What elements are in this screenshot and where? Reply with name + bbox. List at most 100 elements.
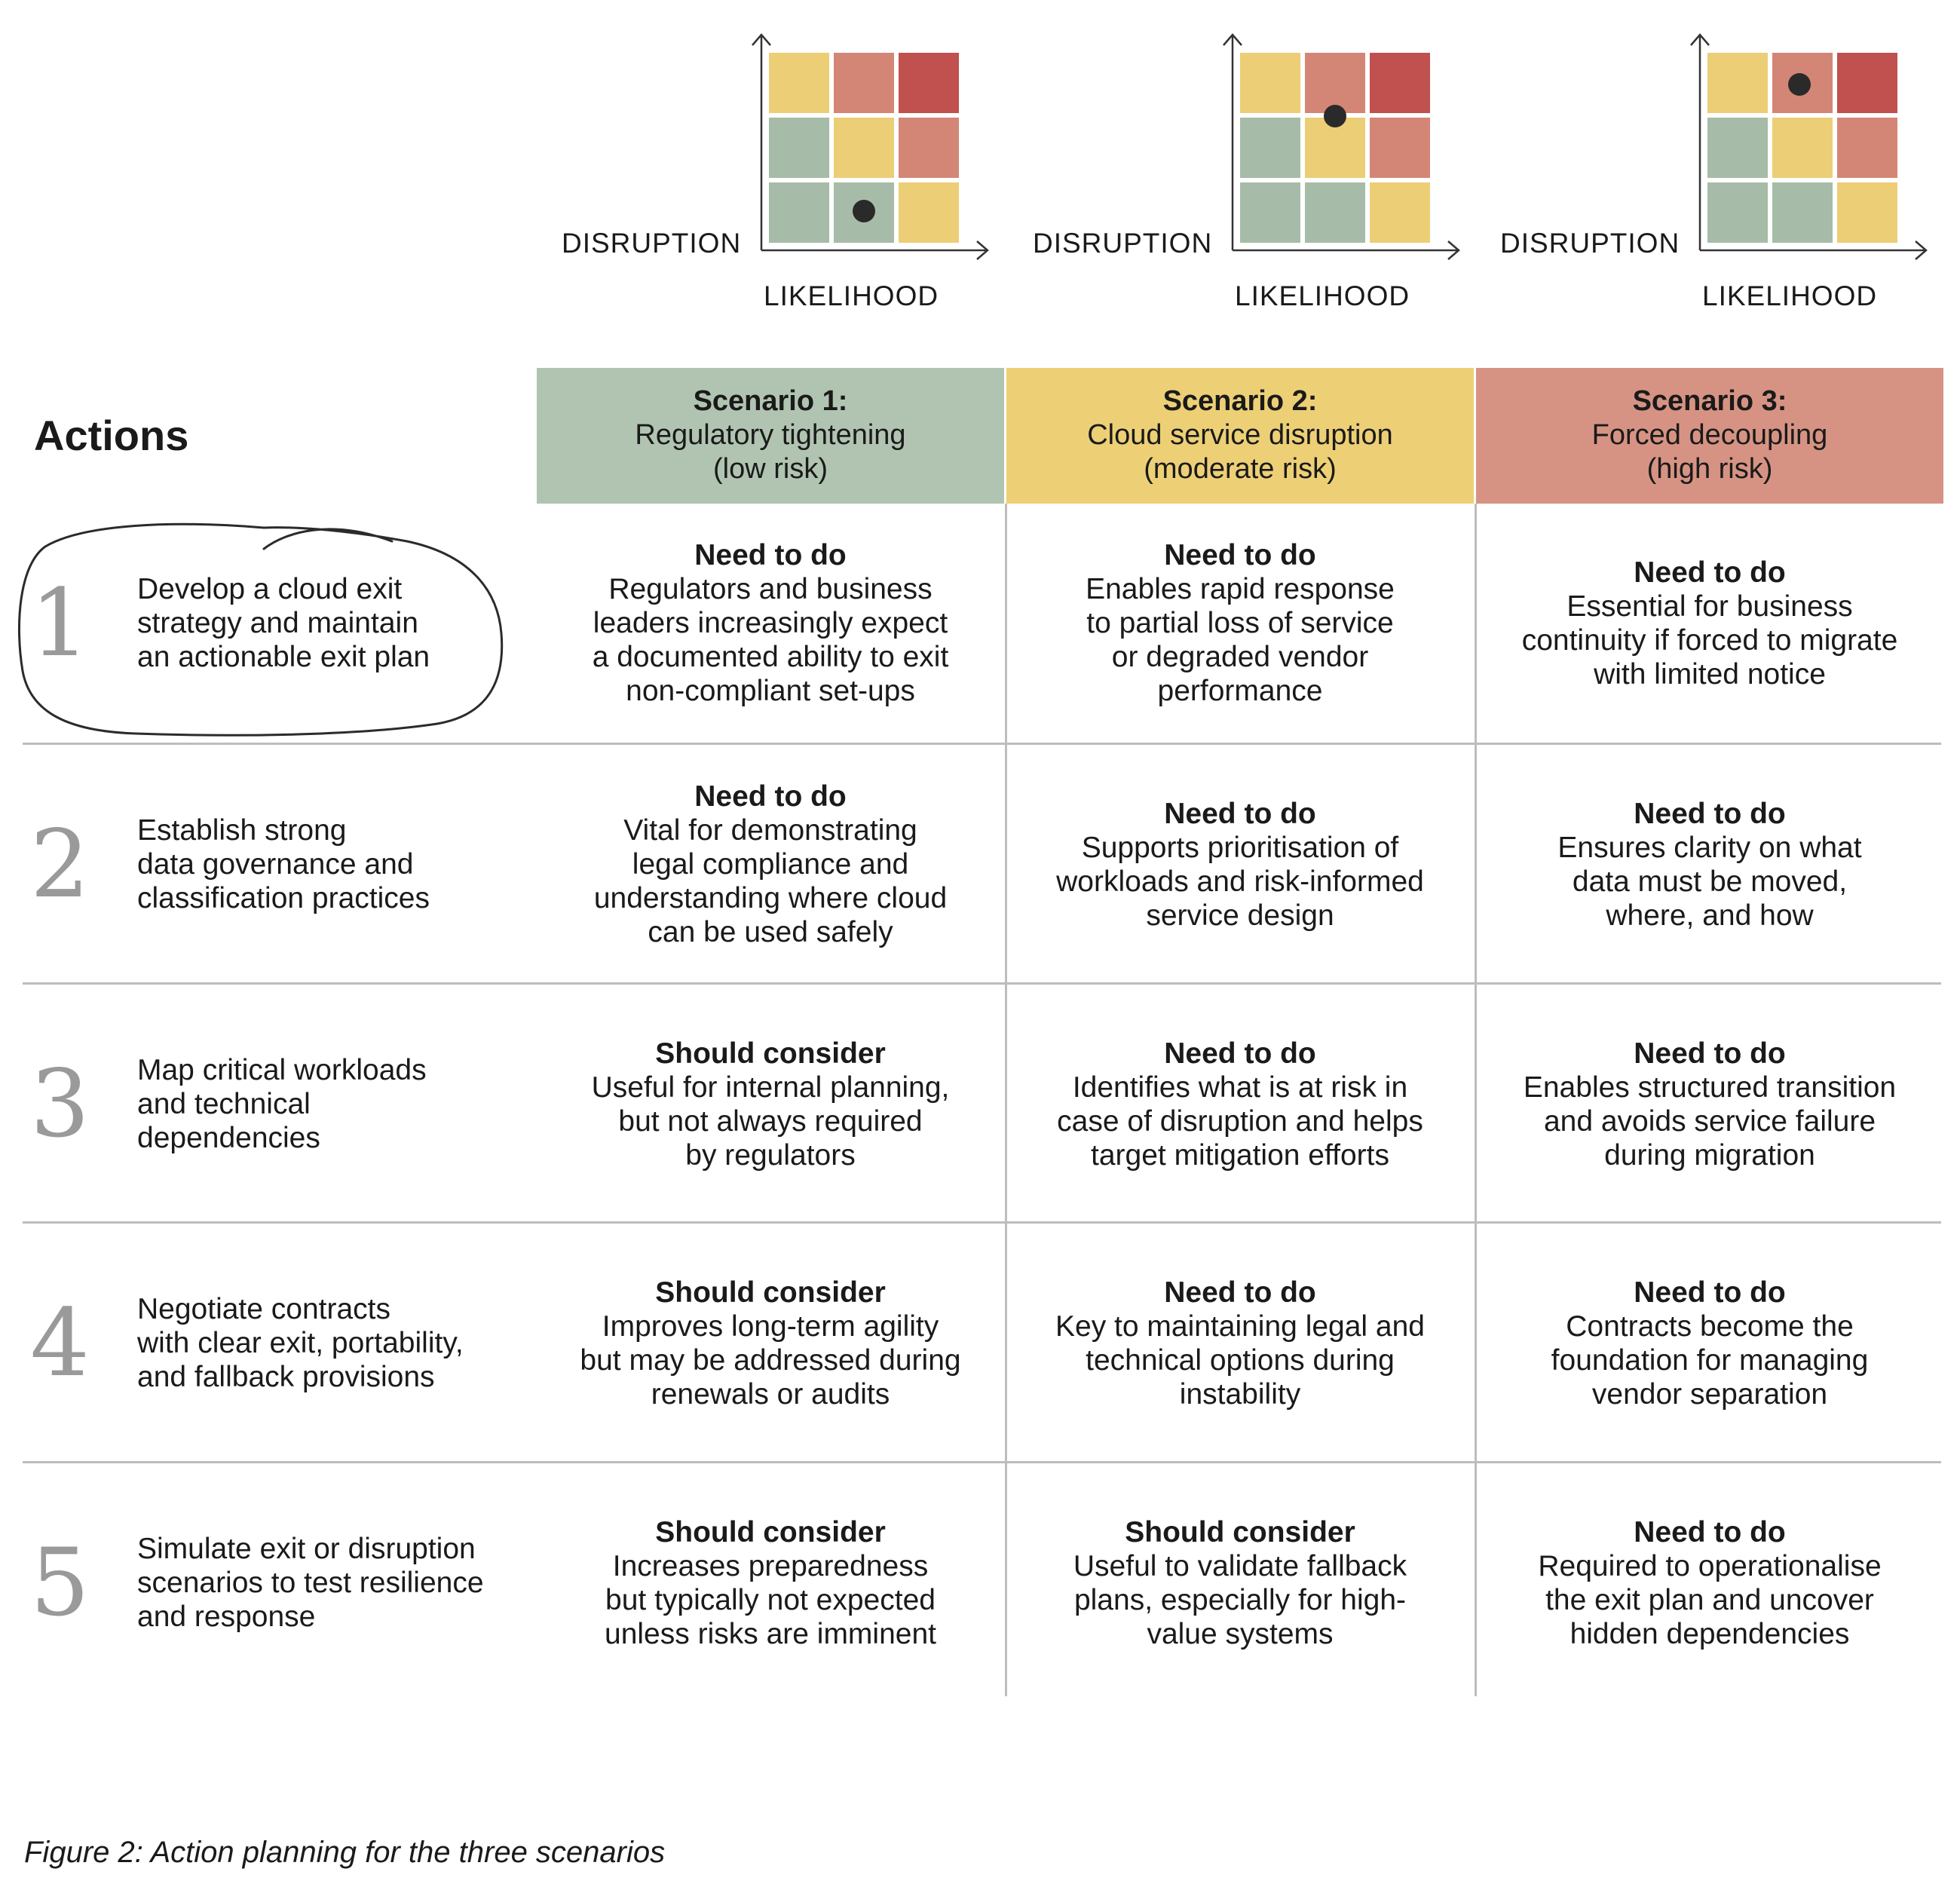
recommendation-level: Need to do <box>1634 556 1786 589</box>
y-axis-label: DISRUPTION <box>1033 228 1213 259</box>
matrix-cell-salmon <box>834 53 894 113</box>
matrix-cell-salmon <box>1837 118 1897 178</box>
action-line: Simulate exit or disruption <box>137 1533 476 1565</box>
recommendation-text: Useful to validate fallback <box>1073 1549 1407 1582</box>
recommendation-level: Should consider <box>655 1515 886 1549</box>
recommendation-text: service design <box>1146 899 1334 932</box>
action-line: an actionable exit plan <box>137 641 430 673</box>
scenario-2-header: Scenario 2: Cloud service disruption (mo… <box>1006 368 1474 504</box>
matrix-cell-yellow <box>1772 118 1833 178</box>
matrix-cell-green <box>1240 118 1300 178</box>
recommendation-text: Regulators and business <box>608 573 933 605</box>
risk-position-dot <box>1787 73 1811 96</box>
y-axis-label: DISRUPTION <box>562 228 742 259</box>
recommendation-text: plans, especially for high- <box>1073 1583 1407 1616</box>
x-axis-label: LIKELIHOOD <box>1235 280 1410 311</box>
scenario-risk: (high risk) <box>1646 453 1773 485</box>
recommendation-text: hidden dependencies <box>1570 1617 1850 1650</box>
recommendation-text: non-compliant set-ups <box>626 675 915 707</box>
scenario-name: Cloud service disruption <box>1087 419 1393 451</box>
matrix-cell-yellow <box>1707 53 1768 113</box>
recommendation-text: the exit plan and uncover <box>1545 1583 1874 1616</box>
matrix-cell-salmon <box>899 118 959 178</box>
recommendation-text: with limited notice <box>1594 657 1826 691</box>
recommendation-level: Should consider <box>655 1276 886 1309</box>
scenario-risk: (low risk) <box>713 453 828 485</box>
action-line: and technical <box>137 1088 311 1120</box>
matrix-cell-red <box>899 53 959 113</box>
recommendation-text: Enables rapid response <box>1086 573 1395 605</box>
recommendation-text: unless risks are imminent <box>605 1617 936 1650</box>
recommendation-text: vendor separation <box>1591 1377 1828 1411</box>
action-line: classification practices <box>137 882 430 914</box>
recommendation-text: foundation for managing <box>1551 1343 1869 1377</box>
matrix-cell-red <box>1370 53 1430 113</box>
recommendation-text: Ensures clarity on what <box>1557 831 1862 864</box>
recommendation-level: Need to do <box>1164 1037 1316 1070</box>
recommendation-text: and avoids service failure <box>1543 1104 1876 1138</box>
recommendation-text: to partial loss of service <box>1086 607 1394 639</box>
matrix-cell-green <box>1305 182 1365 243</box>
recommendation-text: instability <box>1179 1377 1301 1411</box>
scenario-title: Scenario 3: <box>1632 385 1787 417</box>
action-line: with clear exit, portability, <box>137 1327 464 1359</box>
row-divider <box>23 743 1941 745</box>
matrix-cell-yellow <box>769 53 829 113</box>
row-number: 4 <box>30 1288 90 1398</box>
matrix-cell-green <box>1707 182 1768 243</box>
action-line: strategy and maintain <box>137 607 418 639</box>
matrix-cell-yellow <box>899 182 959 243</box>
row-number: 5 <box>30 1528 90 1637</box>
risk-position-dot <box>853 200 875 222</box>
recommendation-text: Vital for demonstrating <box>623 814 917 847</box>
recommendation-text: case of disruption and helps <box>1057 1104 1423 1138</box>
row-number: 3 <box>30 1049 90 1159</box>
row-divider <box>23 1221 1941 1224</box>
recommendation-text: performance <box>1157 675 1323 707</box>
recommendation-text: but typically not expected <box>605 1583 936 1616</box>
recommendation-text: workloads and risk-informed <box>1056 865 1424 898</box>
recommendation-text: Improves long-term agility <box>602 1310 939 1343</box>
action-line: Establish strong <box>137 814 347 847</box>
recommendation-text: a documented ability to exit <box>592 641 949 673</box>
recommendation-text: or degraded vendor <box>1111 641 1369 673</box>
recommendation-text: by regulators <box>685 1138 856 1172</box>
x-axis-label: LIKELIHOOD <box>1702 280 1878 311</box>
recommendation-level: Need to do <box>1164 797 1316 830</box>
recommendation-level: Need to do <box>694 539 847 571</box>
row-number: 1 <box>30 568 90 678</box>
action-line: data governance and <box>137 848 414 881</box>
recommendation-text: renewals or audits <box>651 1377 890 1411</box>
matrix-cell-green <box>1707 118 1768 178</box>
matrix-axes <box>1223 33 1460 260</box>
recommendation-text: but may be addressed during <box>580 1343 961 1377</box>
scenario-risk: (moderate risk) <box>1144 453 1337 485</box>
scenario-title: Scenario 2: <box>1162 385 1318 417</box>
recommendation-text: but not always required <box>618 1104 923 1138</box>
matrix-cell-green <box>769 182 829 243</box>
matrix-cell-salmon <box>1305 53 1365 113</box>
matrix-cell-yellow <box>1837 182 1897 243</box>
scenario-title: Scenario 1: <box>693 385 848 417</box>
recommendation-text: Enables structured transition <box>1523 1071 1897 1104</box>
x-axis-label: LIKELIHOOD <box>764 280 939 311</box>
recommendation-text: understanding where cloud <box>593 882 948 914</box>
risk-position-dot <box>1324 105 1346 127</box>
scenario-name: Regulatory tightening <box>635 419 906 451</box>
row-divider <box>23 1461 1941 1463</box>
matrix-cell-red <box>1837 53 1897 113</box>
